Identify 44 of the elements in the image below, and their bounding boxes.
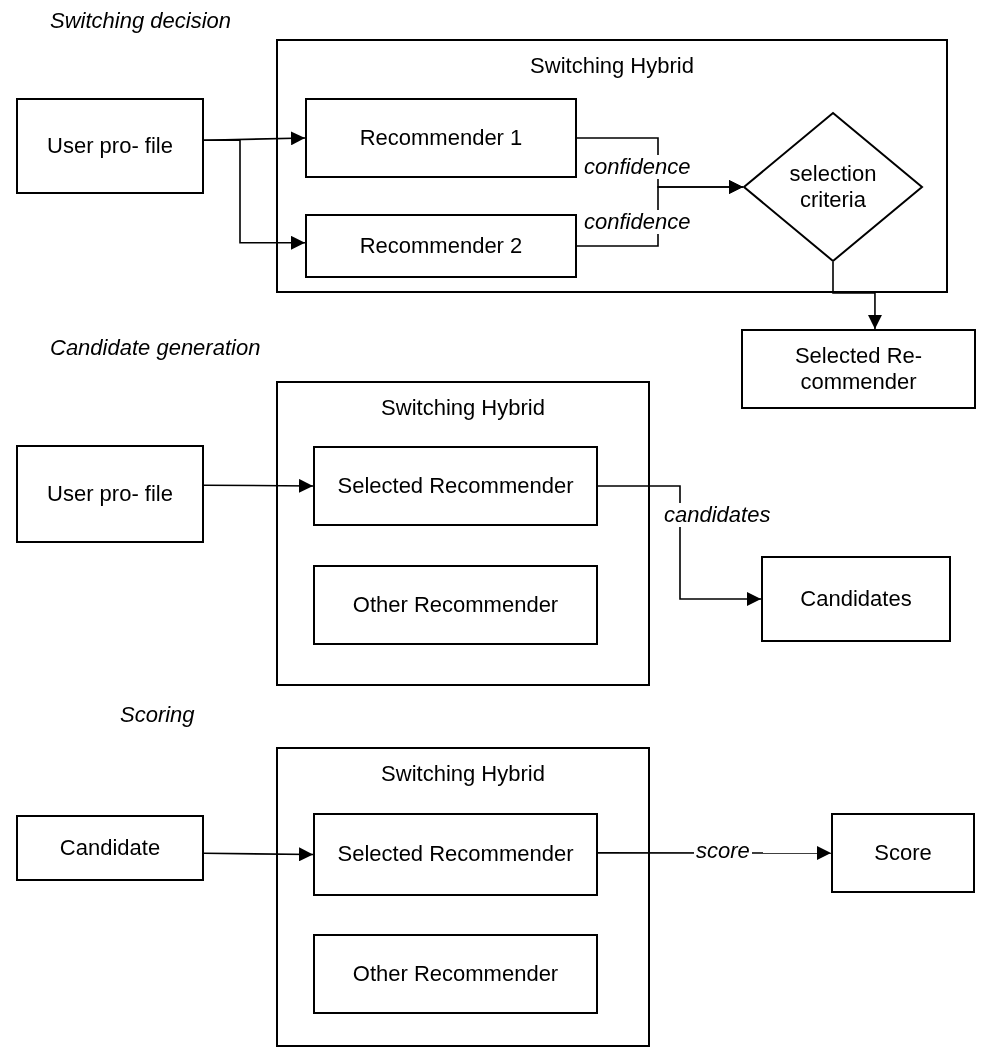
box-label: Score <box>873 839 933 867</box>
box-label: Candidate <box>58 834 162 862</box>
arrow <box>203 478 314 493</box>
process-box <box>305 214 577 278</box>
edge-label: confidence <box>582 155 693 180</box>
process-box <box>16 815 204 881</box>
box-label: Other Recommender <box>351 591 560 619</box>
edge-label: candidates <box>662 503 773 528</box>
process-box <box>313 934 598 1014</box>
arrow <box>832 261 882 330</box>
container-heading: Switching Hybrid <box>529 53 695 80</box>
box-label: Candidates <box>799 585 913 613</box>
process-box <box>16 445 204 543</box>
container-box <box>276 381 650 686</box>
decision-diamond <box>743 112 923 262</box>
box-label: Selected Recommender <box>336 472 575 500</box>
box-label: Selected Re- commender <box>793 342 924 396</box>
container-box <box>276 39 948 293</box>
box-label: selection criteria <box>788 160 878 214</box>
process-box <box>761 556 951 642</box>
box-label: Recommender 1 <box>358 124 524 152</box>
section-title: Switching decision <box>50 8 231 34</box>
container-box <box>276 747 650 1047</box>
process-box <box>313 565 598 645</box>
process-box <box>16 98 204 194</box>
process-box <box>741 329 976 409</box>
box-label: User pro- file <box>46 132 174 160</box>
process-box <box>313 813 598 896</box>
container-heading: Switching Hybrid <box>380 395 546 422</box>
arrow <box>597 485 762 606</box>
process-box <box>831 813 975 893</box>
process-box <box>313 446 598 526</box>
arrow <box>576 180 744 247</box>
arrow <box>203 139 306 250</box>
section-title: Candidate generation <box>50 335 261 361</box>
process-box <box>305 98 577 178</box>
container-heading: Switching Hybrid <box>380 761 546 788</box>
arrow <box>203 847 314 862</box>
box-label: Recommender 2 <box>358 232 524 260</box>
section-title: Scoring <box>120 702 195 728</box>
box-label: Other Recommender <box>351 960 560 988</box>
edge-label: confidence <box>582 210 693 235</box>
box-label: User pro- file <box>46 480 174 508</box>
box-label: Selected Recommender <box>336 841 575 868</box>
